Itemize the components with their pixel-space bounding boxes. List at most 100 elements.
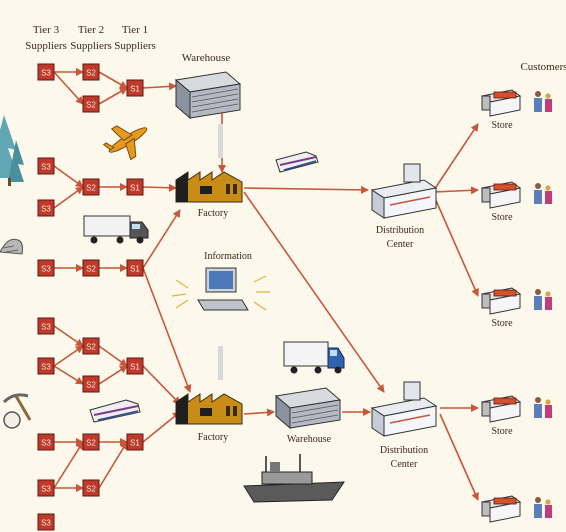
distribution-center-bottom-icon [370, 381, 438, 437]
store-label: Store [491, 120, 513, 131]
airplane-icon [102, 125, 148, 161]
information-computer-icon [171, 267, 270, 311]
supplier-s3-box: S3 [37, 317, 55, 335]
flow-arrow [142, 267, 192, 393]
supplier-s1-box: S1 [126, 79, 144, 97]
supplier-code: S1 [130, 439, 140, 448]
supplier-code: S2 [86, 101, 96, 110]
supplier-s2-box: S2 [82, 178, 100, 196]
store-label: Store [491, 318, 513, 329]
supplier-s1-box: S1 [126, 357, 144, 375]
store-label: Store [491, 212, 513, 223]
supplier-code: S3 [41, 363, 51, 372]
flow-arrow [53, 186, 84, 209]
warehouse-bottom-label: Warehouse [287, 434, 332, 445]
supplier-s3-box: S3 [37, 63, 55, 81]
supplier-code: S3 [41, 205, 51, 214]
supplier-code: S2 [86, 265, 96, 274]
supplier-s2-box: S2 [82, 375, 100, 393]
factory-bottom-label: Factory [198, 432, 229, 443]
warehouse-top-icon [174, 71, 242, 120]
forest-icon [0, 115, 24, 186]
flow-arrow [98, 365, 128, 385]
supplier-s3-box: S3 [37, 199, 55, 217]
supplier-code: S3 [41, 265, 51, 274]
flow-arrow [433, 123, 479, 191]
flow-arrow [53, 365, 84, 385]
supplier-code: S3 [41, 485, 51, 494]
factory-top-icon [175, 124, 243, 203]
supplier-code: S2 [86, 439, 96, 448]
supplier-s3-box: S3 [37, 259, 55, 277]
svg-text:Suppliers: Suppliers [25, 40, 67, 52]
supplier-code: S2 [86, 381, 96, 390]
delivery-truck-icon [283, 341, 345, 374]
store-icon [480, 89, 522, 117]
pickaxe-icon [2, 393, 32, 429]
flow-arrow [142, 365, 181, 405]
supplier-s2-box: S2 [82, 259, 100, 277]
tier2-header: Tier 2 Suppliers [70, 24, 112, 52]
customer-icon [534, 497, 552, 518]
supplier-code: S3 [41, 69, 51, 78]
distribution-center-top-label-line1: Distribution [376, 225, 424, 236]
customers-label: Customers [520, 61, 566, 73]
supplier-s1-box: S1 [126, 259, 144, 277]
flow-arrow [433, 186, 479, 195]
flow-arrow [433, 195, 479, 297]
flow-arrow [98, 71, 128, 89]
supplier-code: S2 [86, 69, 96, 78]
supplier-s2-box: S2 [82, 433, 100, 451]
svg-text:Tier 1: Tier 1 [122, 24, 148, 36]
supplier-s2-box: S2 [82, 479, 100, 497]
supplier-code: S2 [86, 343, 96, 352]
supplier-code: S3 [41, 163, 51, 172]
svg-text:Suppliers: Suppliers [114, 40, 156, 52]
tier3-header: Tier 3 Suppliers [25, 24, 67, 52]
flow-arrow [439, 413, 479, 501]
customer-icon [534, 91, 552, 112]
warehouse-bottom-icon [274, 387, 342, 430]
supplier-s2-box: S2 [82, 337, 100, 355]
distribution-center-bottom-label-line1: Distribution [380, 445, 428, 456]
ship-icon [243, 454, 345, 503]
flow-arrow [98, 345, 128, 367]
factory-top-label: Factory [198, 208, 229, 219]
supplier-s1-box: S1 [126, 433, 144, 451]
supplier-code: S1 [130, 184, 140, 193]
factory-bottom-icon [175, 346, 243, 425]
tier1-header: Tier 1 Suppliers [114, 24, 156, 52]
flow-arrow [142, 411, 181, 443]
flow-arrow [53, 325, 84, 347]
customer-icon [534, 183, 552, 204]
svg-text:Suppliers: Suppliers [70, 40, 112, 52]
supplier-code: S1 [130, 265, 140, 274]
supplier-s1-box: S1 [126, 178, 144, 196]
customer-icon [534, 289, 552, 310]
train-top-icon [275, 151, 319, 173]
ore-pile-icon [0, 238, 23, 255]
store-icon [480, 495, 522, 523]
svg-text:Tier 3: Tier 3 [33, 24, 60, 36]
supplier-s3-box: S3 [37, 357, 55, 375]
supplier-s3-box: S3 [37, 157, 55, 175]
supplier-s2-box: S2 [82, 95, 100, 113]
distribution-center-top-label-line2: Center [387, 239, 414, 250]
store-label: Store [491, 426, 513, 437]
supplier-s3-box: S3 [37, 513, 55, 531]
store-icon [480, 395, 522, 423]
supplier-s3-box: S3 [37, 433, 55, 451]
supplier-code: S3 [41, 439, 51, 448]
flow-arrow [142, 183, 177, 192]
supplier-s3-box: S3 [37, 479, 55, 497]
flow-arrow [98, 87, 128, 105]
customer-icon [534, 397, 552, 418]
store-icon [480, 181, 522, 209]
information-label: Information [204, 251, 252, 262]
supplier-code: S2 [86, 485, 96, 494]
flow-arrow [243, 191, 385, 393]
distribution-center-top-icon [370, 163, 438, 219]
